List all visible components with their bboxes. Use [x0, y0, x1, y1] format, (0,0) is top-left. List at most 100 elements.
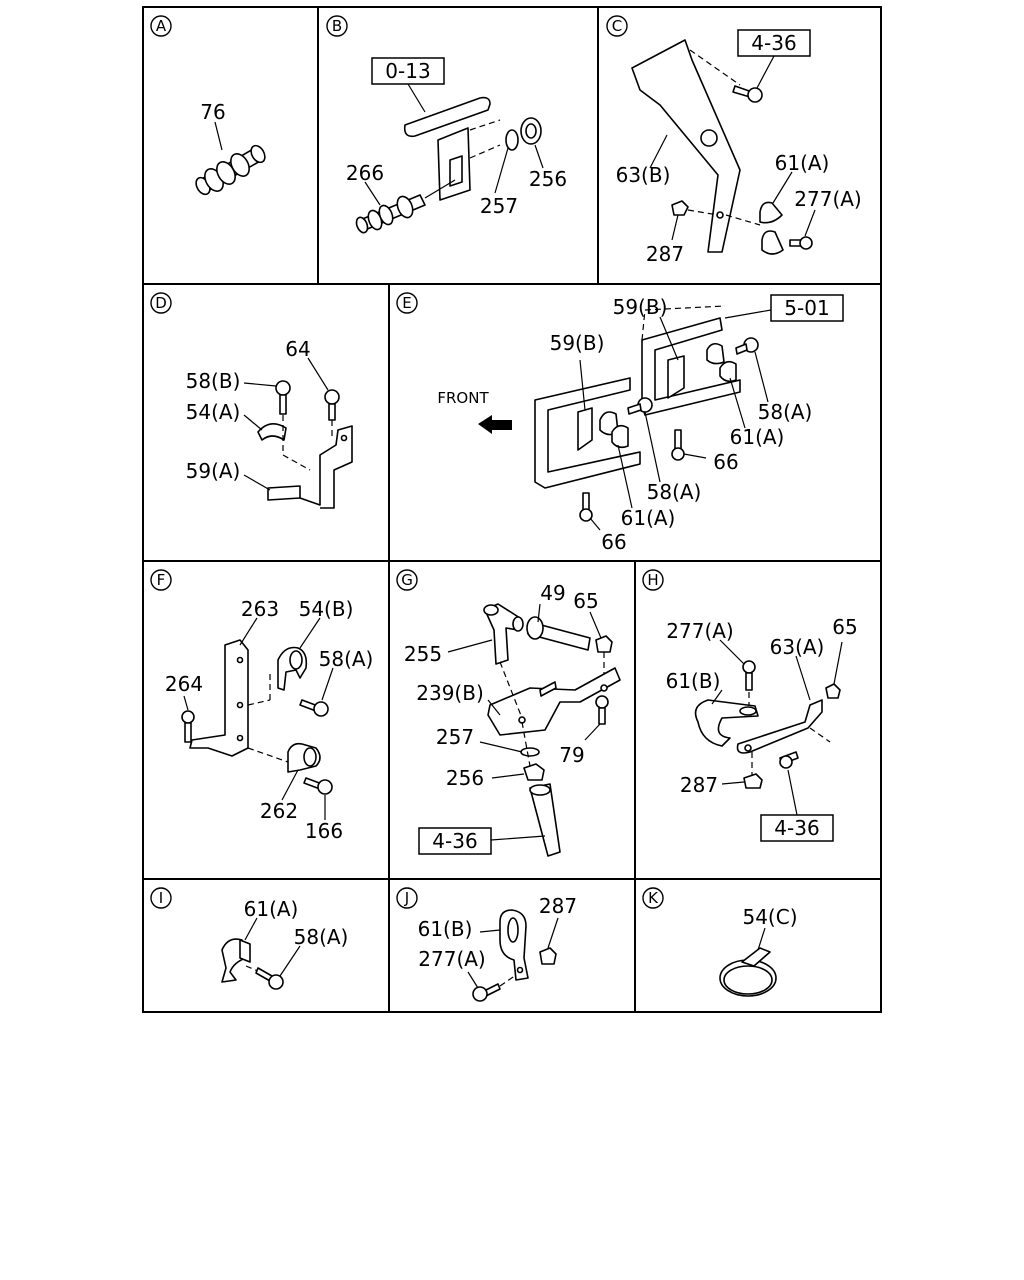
ref-5-01: 5-01 [784, 296, 829, 320]
label-58a-e1: 58(A) [758, 400, 813, 424]
label-58a-i: 58(A) [294, 925, 349, 949]
label-61b-h: 61(B) [666, 669, 721, 693]
bracket-239b [487, 667, 621, 736]
label-239b: 239(B) [416, 681, 484, 705]
clamp-61b [694, 699, 759, 747]
label-257: 257 [480, 194, 518, 218]
label-256: 256 [529, 167, 567, 191]
label-61a-e2: 61(A) [621, 506, 676, 530]
grid [142, 6, 882, 1013]
label-58a-f: 58(A) [319, 647, 374, 671]
panel-i: I 61(A) 58(A) [150, 887, 349, 990]
label-64: 64 [285, 337, 310, 361]
snap-ring-257-g [520, 747, 540, 757]
label-277a-h: 277(A) [666, 619, 733, 643]
tee-fitting-255 [483, 603, 524, 665]
label-63b: 63(B) [616, 163, 671, 187]
label-287-j: 287 [539, 894, 577, 918]
panel-k: K 54(C) [642, 887, 798, 997]
snap-ring-257 [505, 129, 519, 151]
label-61a-i: 61(A) [244, 897, 299, 921]
panel-letter-e: E [402, 294, 411, 312]
label-277a-c: 277(A) [794, 187, 861, 211]
label-58b: 58(B) [186, 369, 241, 393]
clip-61a [759, 201, 784, 255]
bracket-b [403, 96, 491, 201]
bolt-277a [789, 236, 813, 250]
panel-letter-circle-a [150, 15, 172, 37]
panel-h: H 4-36 277(A) 63(A) [642, 569, 858, 842]
ref-box-4-36-h [760, 814, 834, 842]
nut-256-g [523, 763, 545, 781]
panel-f: F 263 54( [150, 569, 374, 843]
nut-287 [671, 200, 689, 216]
label-61a-c: 61(A) [775, 151, 830, 175]
label-59b-1: 59(B) [550, 331, 605, 355]
panel-letter-h: H [647, 571, 658, 589]
ref-box-5-01 [770, 294, 844, 322]
panel-a: A 76 [150, 15, 266, 196]
panel-g: G [396, 569, 621, 857]
panel-j: J 287 61(B) 277(A) [396, 887, 577, 1002]
bolt-58b [275, 380, 291, 415]
nut-287-j [539, 947, 557, 965]
label-61a-e1: 61(A) [730, 425, 785, 449]
label-257-g: 257 [436, 725, 474, 749]
bolt-277a-j [472, 983, 501, 1002]
bracket-63b [631, 39, 741, 253]
label-287-h: 287 [680, 773, 718, 797]
label-255: 255 [404, 642, 442, 666]
panel-letter-j: J [404, 889, 409, 907]
panel-b: B 0-13 266 257 256 [326, 15, 567, 234]
panel-c: C 4-36 63(B) 61(A) [606, 15, 862, 266]
panel-letter-f: F [157, 571, 166, 589]
label-166: 166 [305, 819, 343, 843]
label-59b-2: 59(B) [613, 295, 668, 319]
panel-letter-k: K [648, 889, 659, 907]
label-54a: 54(A) [186, 400, 241, 424]
bracket-59a [267, 425, 353, 509]
bracket-263 [189, 639, 249, 757]
panel-letter-d: D [155, 294, 167, 312]
label-287-c: 287 [646, 242, 684, 266]
bolt-58a-f [299, 699, 329, 717]
label-66-e2: 66 [601, 530, 626, 554]
bolt-64 [324, 389, 340, 421]
nut-256 [520, 117, 542, 145]
hose-clamp-54c [719, 947, 777, 997]
ref-4-36-g: 4-36 [432, 829, 477, 853]
label-256-g: 256 [446, 766, 484, 790]
hose-g [529, 783, 561, 857]
front-arrow-icon [478, 415, 512, 434]
bracket-63a [736, 699, 823, 754]
nut-65-h [825, 683, 841, 699]
label-59a: 59(A) [186, 459, 241, 483]
panel-letter-b: B [332, 17, 342, 35]
ref-4-36-h: 4-36 [774, 816, 819, 840]
bolt-4-36-h [779, 751, 799, 769]
panel-letter-c: C [612, 17, 622, 35]
clamp-54a [257, 423, 287, 441]
label-277a-j: 277(A) [418, 947, 485, 971]
label-79: 79 [559, 743, 584, 767]
ref-0-13: 0-13 [385, 59, 430, 83]
connector-49 [526, 616, 591, 651]
clips-61a [599, 342, 737, 449]
clamp-262 [287, 742, 321, 773]
panel-letter-g: G [401, 571, 413, 589]
panel-d: D 58(B) 64 54(A) 59(A) [150, 292, 353, 509]
bolt-79 [595, 695, 609, 725]
bolt-277a-h [742, 660, 756, 691]
label-49: 49 [540, 581, 565, 605]
clamp-61b-j [499, 909, 529, 981]
front-label: FRONT [437, 389, 489, 407]
bolts-58a [627, 337, 759, 415]
brackets-59b [577, 355, 685, 451]
fitting-76 [195, 144, 266, 196]
label-61b-j: 61(B) [418, 917, 473, 941]
label-266: 266 [346, 161, 384, 185]
bolt-264 [181, 710, 195, 743]
label-262: 262 [260, 799, 298, 823]
label-54b: 54(B) [299, 597, 354, 621]
